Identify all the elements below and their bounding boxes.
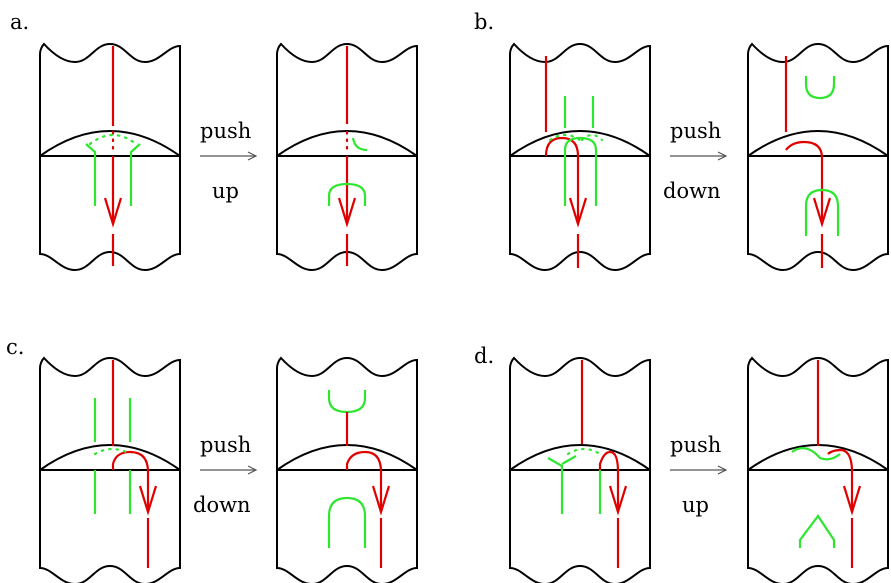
operation-arrow: push down (193, 433, 258, 517)
operation-direction: up (682, 493, 709, 517)
panel-label: b. (474, 10, 494, 34)
operation-direction: down (663, 179, 721, 203)
operation-label: push (670, 433, 721, 457)
panel-a: a. push up (10, 10, 418, 271)
panel-c: c. push down (6, 335, 418, 583)
operation-direction: down (193, 493, 251, 517)
operation-label: push (670, 119, 721, 143)
panel-b-after (747, 43, 889, 271)
panel-label: d. (474, 344, 494, 368)
panel-a-after (276, 43, 418, 271)
operation-label: push (200, 119, 251, 143)
panel-label: c. (6, 335, 24, 359)
operation-arrow: push up (670, 433, 728, 517)
panel-d: d. push up (474, 344, 889, 583)
operation-arrow: push down (663, 119, 728, 203)
panel-b-before (509, 43, 651, 271)
panel-a-before (39, 43, 181, 271)
panel-d-after (747, 357, 889, 583)
operation-arrow: push up (200, 119, 258, 203)
operation-direction: up (212, 179, 239, 203)
panel-c-after (276, 357, 418, 583)
operation-label: push (200, 433, 251, 457)
panel-c-before (39, 357, 181, 583)
panel-d-before (509, 357, 651, 583)
panel-b: b. push down (474, 10, 889, 271)
panel-label: a. (10, 10, 29, 34)
